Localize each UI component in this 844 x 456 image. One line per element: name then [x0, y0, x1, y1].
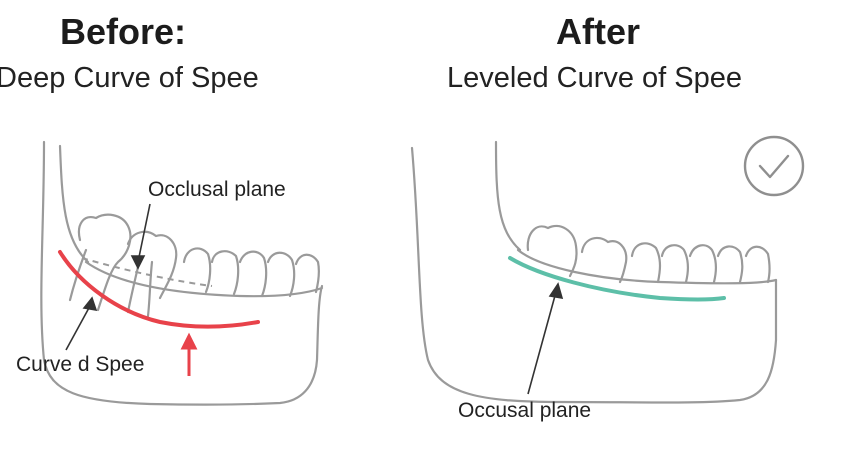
after-jaw-ridge	[494, 140, 522, 252]
before-curve-label: Curve d Spee	[16, 353, 145, 376]
before-title: Before:	[60, 11, 187, 52]
after-tooth-1	[526, 224, 578, 278]
before-deep-curve	[58, 250, 260, 329]
after-occlusal-plane-label: Occusal plane	[458, 399, 592, 422]
after-jaw-outline	[410, 146, 778, 404]
before-tooth-1	[77, 213, 132, 312]
check-circle-icon	[743, 135, 805, 197]
before-curve-leader	[65, 296, 98, 351]
before-occlusal-plane-line	[81, 257, 213, 287]
before-tooth-5	[238, 250, 268, 298]
before-occlusal-plane-label: Occlusal plane	[148, 178, 286, 201]
before-jaw-ridge	[58, 144, 90, 264]
after-tooth-6	[716, 245, 744, 284]
after-tooth-5	[688, 244, 718, 284]
before-tooth-7	[294, 253, 320, 294]
before-tooth-4	[210, 250, 240, 296]
before-tooth-2-root-b	[146, 260, 154, 318]
before-gum-line	[84, 260, 324, 298]
after-tooth-2	[580, 236, 628, 284]
after-plane-leader	[527, 282, 564, 395]
after-subtitle: Leveled Curve of Spee	[447, 62, 743, 94]
after-jaw	[410, 140, 778, 404]
after-title: After	[556, 11, 641, 52]
after-gum-line	[516, 248, 778, 285]
after-leveled-curve	[508, 256, 726, 302]
after-tooth-4	[660, 244, 690, 284]
before-jaw	[40, 140, 324, 406]
before-tooth-3	[182, 247, 212, 294]
after-tooth-7	[744, 245, 771, 284]
red-up-arrow-icon	[180, 332, 198, 376]
before-plane-leader	[130, 203, 151, 270]
after-tooth-3	[630, 242, 662, 284]
before-subtitle: Deep Curve of Spee	[0, 62, 259, 94]
before-tooth-6	[266, 251, 296, 298]
before-jaw-outline	[40, 140, 324, 406]
